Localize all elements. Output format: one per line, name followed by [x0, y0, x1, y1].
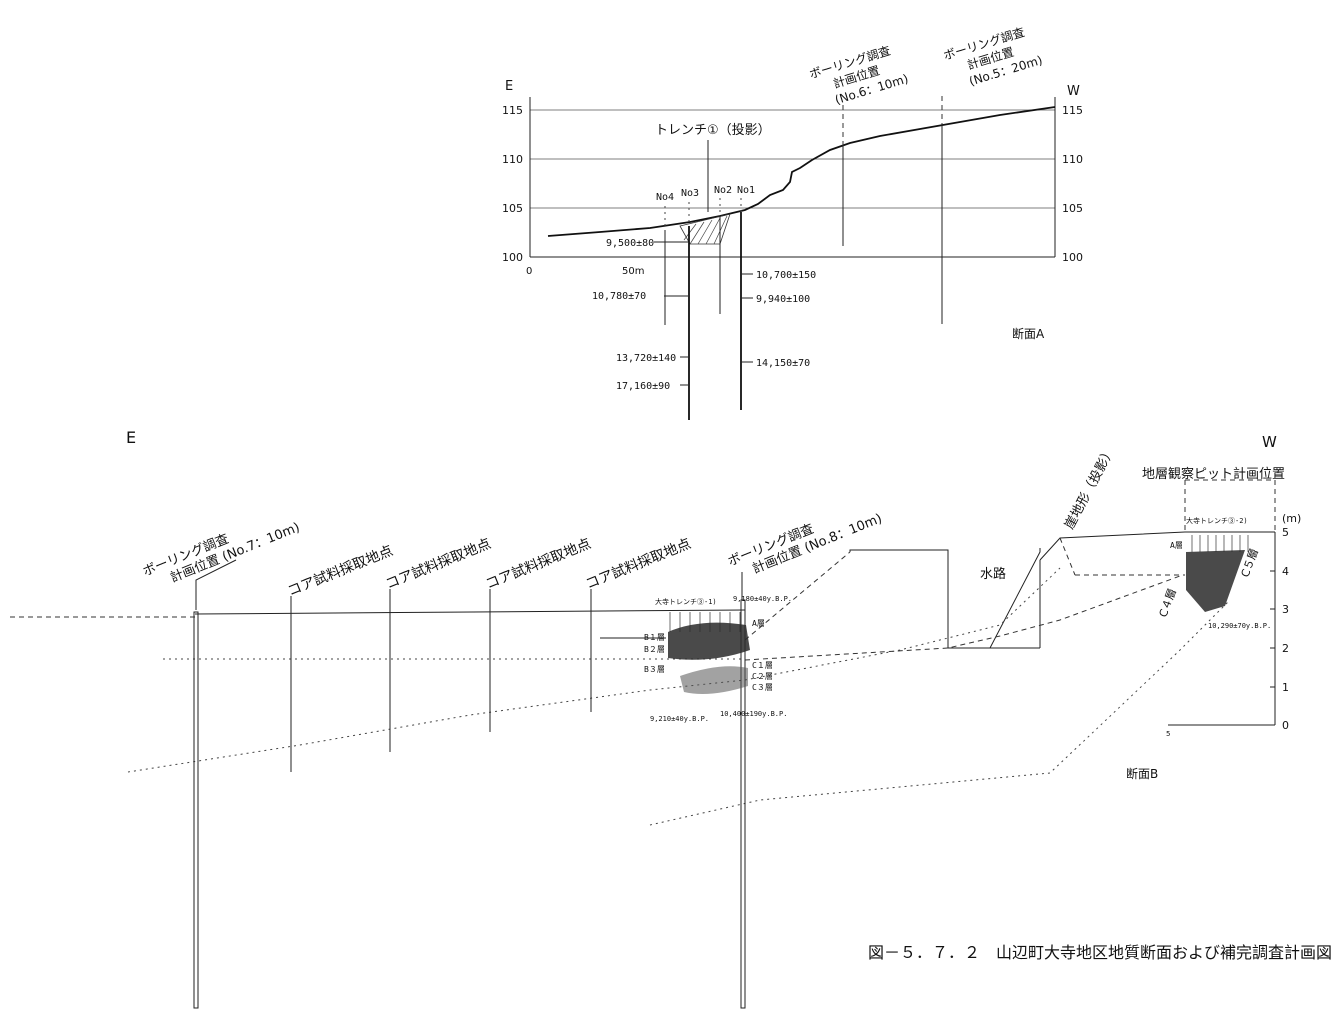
date-10700: 10,700±150: [756, 270, 816, 281]
label-e-b: E: [126, 428, 136, 447]
x-tick-50m: 50m: [622, 266, 644, 277]
trench-1-label: トレンチ①（投影）: [655, 122, 771, 138]
date-17160: 17,160±90: [616, 381, 670, 392]
boring-no7-label: ボーリング調査 計画位置 (No.7：10m): [141, 519, 302, 586]
waterway-label: 水路: [980, 566, 1006, 582]
y-tick-105-left: 105: [502, 202, 523, 215]
pit-layer-a-label: A層: [1170, 541, 1183, 550]
layer-a-label: A層: [752, 619, 765, 628]
ground-surface: [194, 609, 746, 615]
boring-no7-shaft: [193, 611, 199, 1009]
core-point-3-label: コア試料採取地点: [484, 536, 594, 593]
core-no2-label: No2: [714, 185, 732, 196]
layer-c3-label: C３層: [752, 683, 773, 692]
date-9180: 9,180±40y.B.P.: [733, 595, 792, 603]
date-14150: 14,150±70: [756, 358, 810, 369]
boring-no8-shaft: [740, 599, 746, 1009]
date-9940: 9,940±100: [756, 294, 810, 305]
scale-tick-3: 3: [1282, 603, 1289, 616]
layer-b1-b2-fill: [668, 622, 750, 660]
trench-3-1-label: 大寺トレンチ③-1): [655, 597, 717, 606]
upper-terrace: [1039, 531, 1275, 561]
y-tick-110-right: 110: [1062, 153, 1083, 166]
y-tick-105-right: 105: [1062, 202, 1083, 215]
y-tick-100-right: 100: [1062, 251, 1083, 264]
trench-3-2-label: 大寺トレンチ③-2): [1186, 516, 1248, 525]
date-10780: 10,780±70: [592, 291, 646, 302]
scale-tick-5: 5: [1282, 526, 1289, 539]
boring-no7-leader: [195, 559, 237, 610]
y-tick-110-left: 110: [502, 153, 523, 166]
y-tick-115-right: 115: [1062, 104, 1083, 117]
scale-tick-4: 4: [1282, 565, 1289, 578]
surface-to-terrace: [744, 551, 851, 641]
pit-layer-c4-label: C４層: [1157, 587, 1179, 619]
scale-bottom-label: 5: [1166, 730, 1170, 738]
layer-b3-label: B３層: [644, 665, 665, 674]
y-tick-100-left: 100: [502, 251, 523, 264]
pit-hatch: [1191, 535, 1249, 552]
cliff-edge-dash: [1059, 537, 1076, 576]
trench-3-1: 大寺トレンチ③-1) 9,180±40y.B.P. B１層 B２層 B３層 A層…: [600, 595, 792, 723]
core-point-1-label: コア試料採取地点: [286, 543, 396, 600]
core-no3-label: No3: [681, 188, 699, 199]
date-9210: 9,210±40y.B.P.: [650, 715, 709, 723]
layer-c1-label: C１層: [752, 661, 773, 670]
scale-tick-1: 1: [1282, 681, 1289, 694]
boundary-middle: [127, 567, 1061, 773]
boundary-upper-right: [744, 575, 1181, 661]
section-a-caption: 断面A: [1012, 326, 1045, 341]
layer-b2-label: B２層: [644, 645, 665, 654]
pit-layer-fill: [1186, 550, 1245, 612]
date-10400: 10,400±190y.B.P.: [720, 710, 787, 718]
label-w: W: [1067, 84, 1080, 99]
label-w-b: W: [1262, 433, 1277, 451]
section-a: E W 115 110 105 100 115 110 105 100 0 50…: [502, 25, 1083, 420]
terrace-waterway: [849, 548, 1041, 649]
scale-unit: (m): [1282, 512, 1301, 525]
scale-ticks: [1270, 531, 1275, 726]
pit-label: 地層観察ピット計画位置: [1142, 466, 1285, 482]
date-13720: 13,720±140: [616, 353, 676, 364]
ground-profile-a: [547, 106, 1056, 237]
section-b-caption: 断面B: [1126, 766, 1158, 781]
scale-tick-2: 2: [1282, 642, 1289, 655]
layer-c2-label: C２層: [752, 672, 773, 681]
core-no1-label: No1: [737, 185, 755, 196]
figure-caption: 図－５．７．２ 山辺町大寺地区地質断面および補完調査計画図: [868, 943, 1332, 962]
core-point-4-label: コア試料採取地点: [584, 536, 694, 593]
boundary-lower: [649, 599, 1231, 826]
core-point-2-label: コア試料採取地点: [384, 536, 494, 593]
label-e: E: [505, 79, 513, 94]
boring-no6-label: ボーリング調査 計画位置 (No.6：10m): [808, 44, 910, 108]
core-no4-label: No4: [656, 192, 674, 203]
layer-b1-label: B１層: [644, 633, 665, 642]
date-10290: 10,290±70y.B.P.: [1208, 622, 1271, 630]
boring-no8-label: ボーリング調査 計画位置 (No.8：10m): [726, 510, 884, 577]
section-b: E W ボーリング調査 計画位置 (No.7：10m) コア試料採取地点 コア試…: [10, 428, 1301, 1009]
boring-no5-label: ボーリング調査 計画位置 (No.5：20m): [942, 25, 1044, 89]
x-tick-0: 0: [526, 266, 532, 277]
date-9500: 9,500±80: [606, 238, 654, 249]
cliff-label: 崖地形（投影）: [1061, 444, 1118, 532]
scale-tick-0: 0: [1282, 719, 1289, 732]
layer-b3-fill: [680, 666, 748, 694]
y-tick-115-left: 115: [502, 104, 523, 117]
